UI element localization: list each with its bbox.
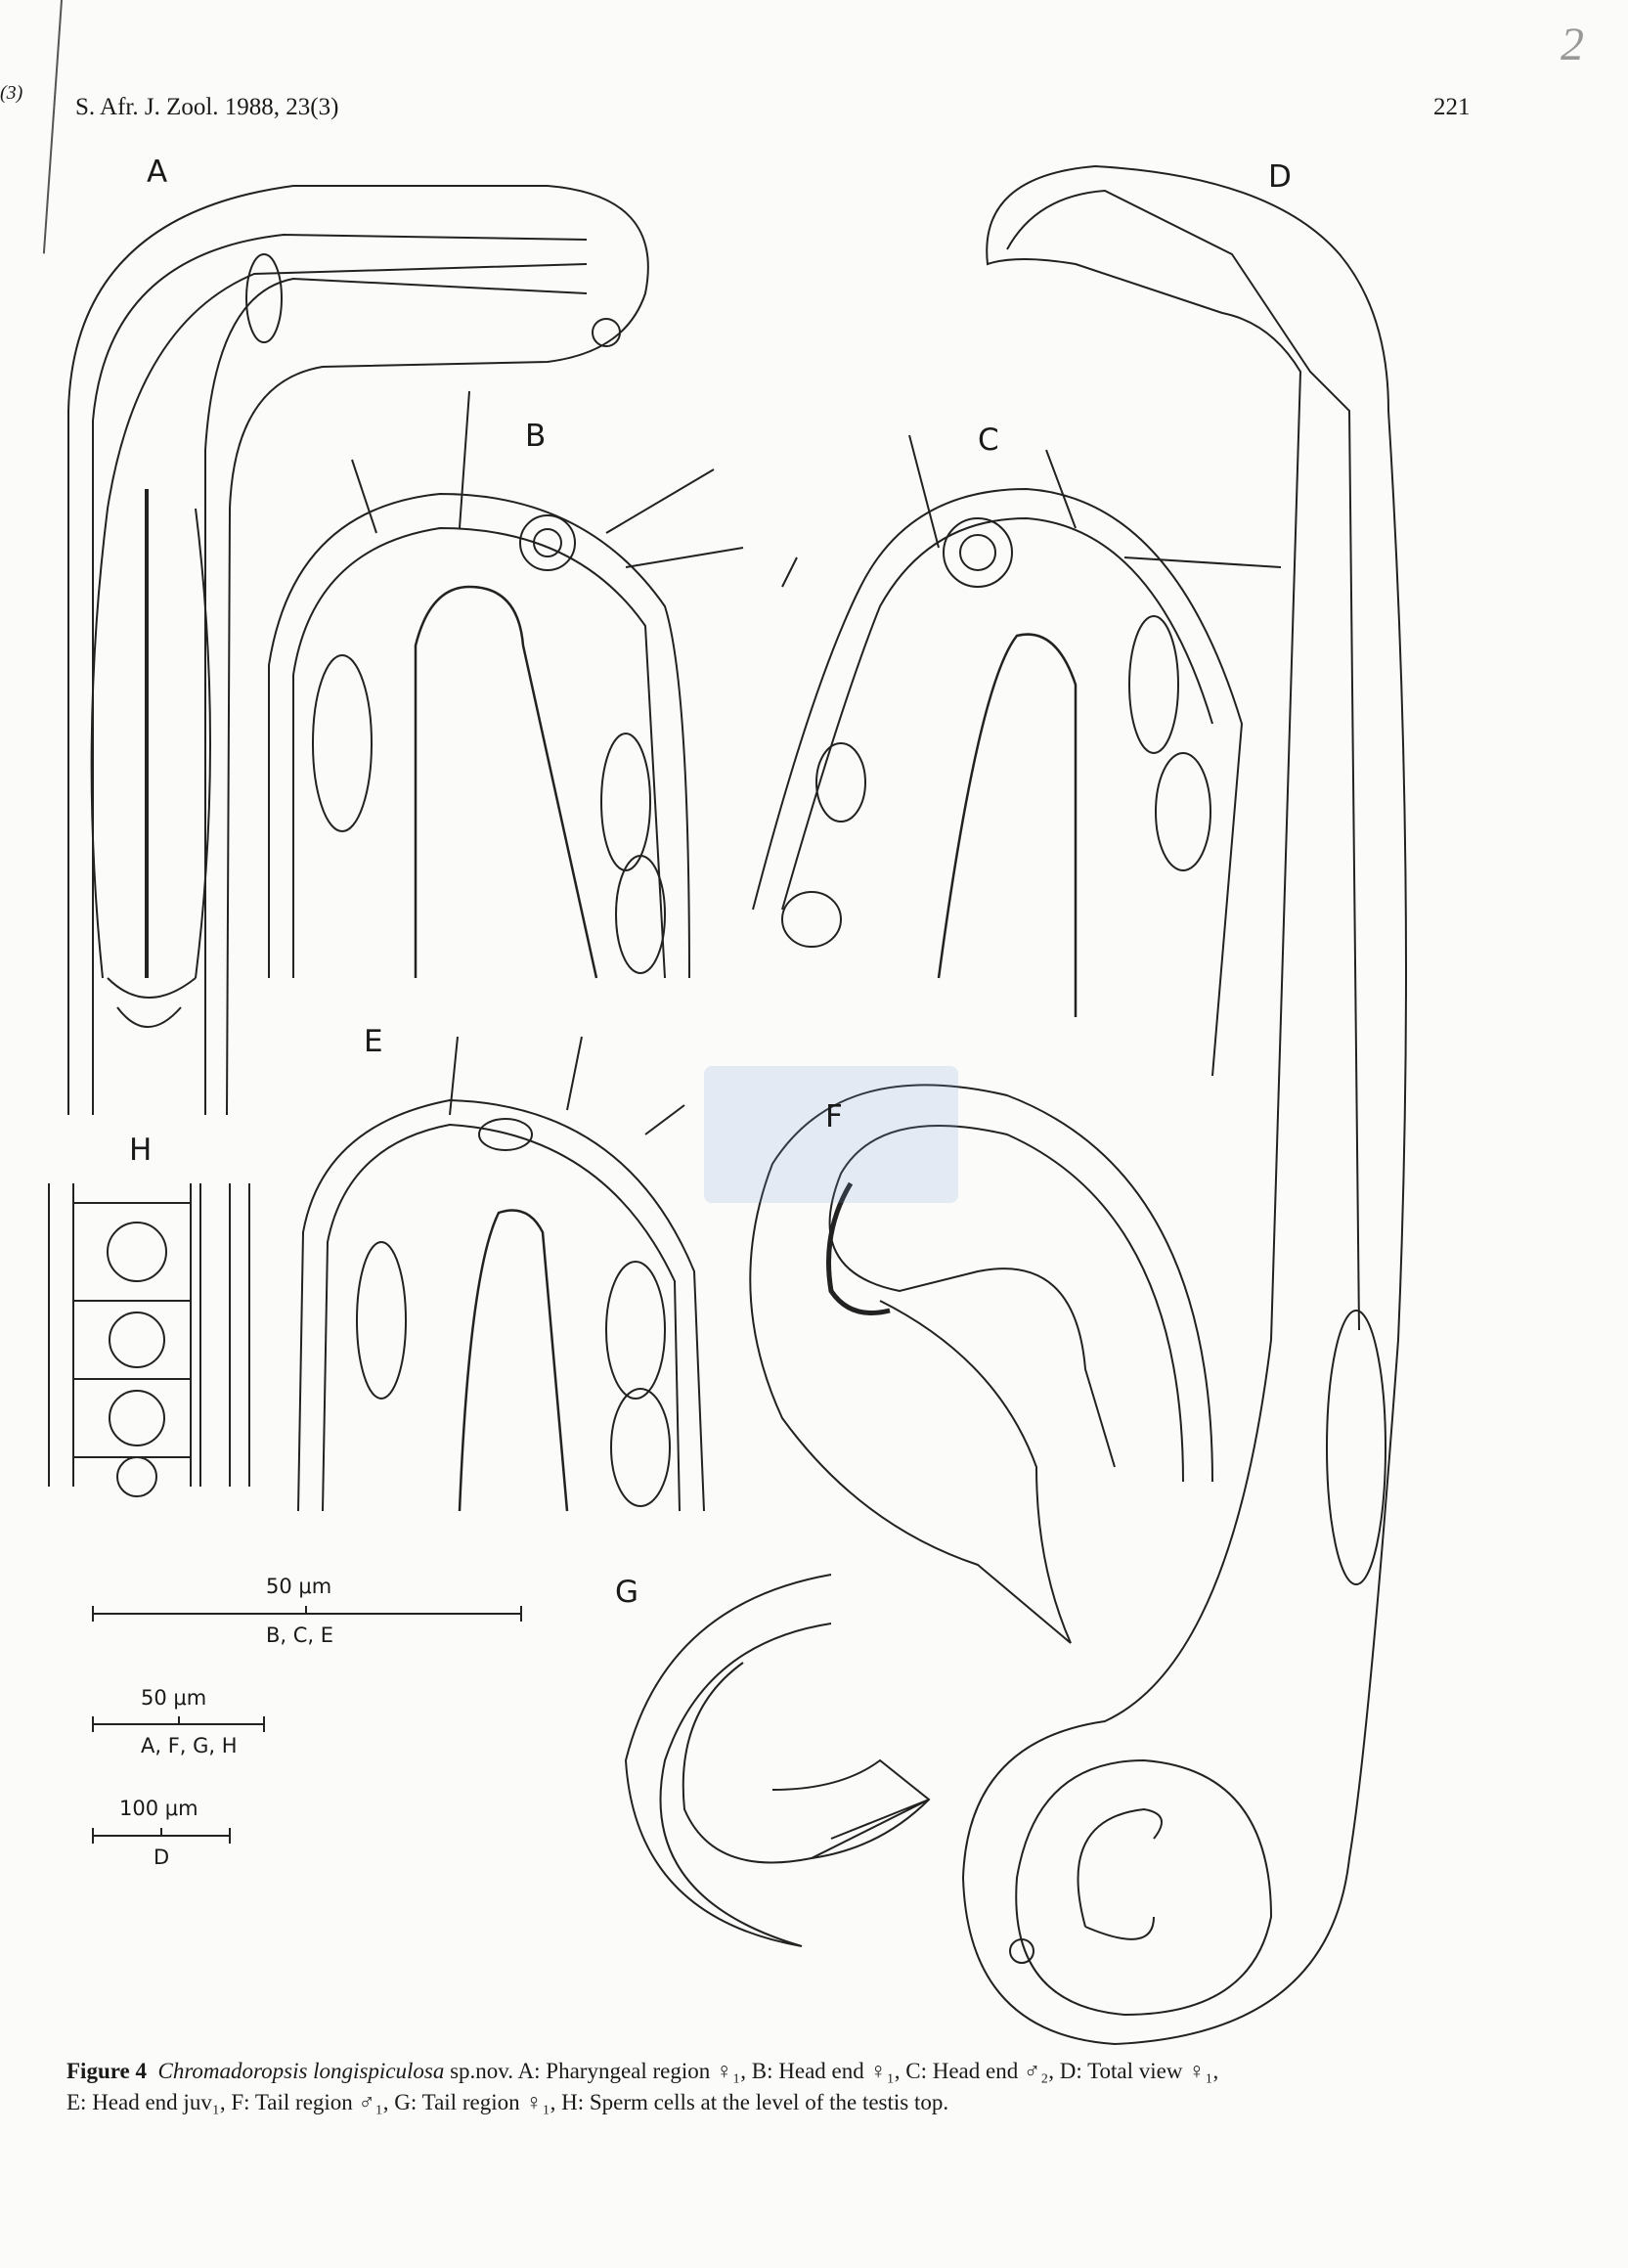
page-number: 221: [1433, 94, 1471, 120]
panel-label-f: F: [825, 1099, 843, 1134]
panel-label-h: H: [129, 1133, 153, 1168]
scale-bar-2-value: 50 μm: [141, 1686, 207, 1710]
scale-bar-1-value: 50 μm: [266, 1575, 332, 1598]
drawing-a-pharyngeal-region: [67, 185, 649, 1116]
margin-note: (3): [0, 82, 23, 104]
panel-label-e: E: [364, 1024, 383, 1059]
scale-bar-3-value: 100 μm: [119, 1797, 198, 1820]
figure-caption: Figure 4 Chromadoropsis longispiculosa s…: [66, 2056, 1484, 2118]
caption-line1: sp.nov. A: Pharyngeal region ♀₁, B: Head…: [444, 2059, 1219, 2083]
drawing-e-head-end: [297, 1036, 705, 1512]
drawing-d-total-view: [961, 164, 1407, 2046]
panel-label-c: C: [978, 422, 999, 458]
drawing-f-tail-region: [749, 1084, 1213, 1644]
panel-label-g: G: [615, 1575, 639, 1610]
handwritten-mark: 2: [1561, 19, 1584, 70]
drawing-b-head-end: [268, 390, 744, 979]
scale-bar-2-panels: A, F, G, H: [141, 1734, 238, 1757]
panel-label-a: A: [147, 155, 168, 190]
watermark: [704, 1066, 958, 1203]
panel-label-d: D: [1268, 159, 1292, 195]
caption-label: Figure 4: [66, 2059, 147, 2083]
scale-bar-3-panels: D: [154, 1846, 170, 1869]
drawing-h-sperm-cells: [48, 1183, 250, 1497]
scale-bar-1-panels: B, C, E: [266, 1623, 334, 1647]
caption-species: Chromadoropsis longispiculosa: [157, 2059, 445, 2083]
panel-label-b: B: [525, 419, 547, 454]
drawing-c-head-end: [752, 434, 1282, 1077]
drawing-g-tail-region: [624, 1574, 931, 1947]
scale-bars: [92, 1606, 522, 1844]
journal-header: S. Afr. J. Zool. 1988, 23(3): [75, 94, 339, 120]
caption-line2: E: Head end juv₁, F: Tail region ♂₁, G: …: [66, 2090, 949, 2114]
